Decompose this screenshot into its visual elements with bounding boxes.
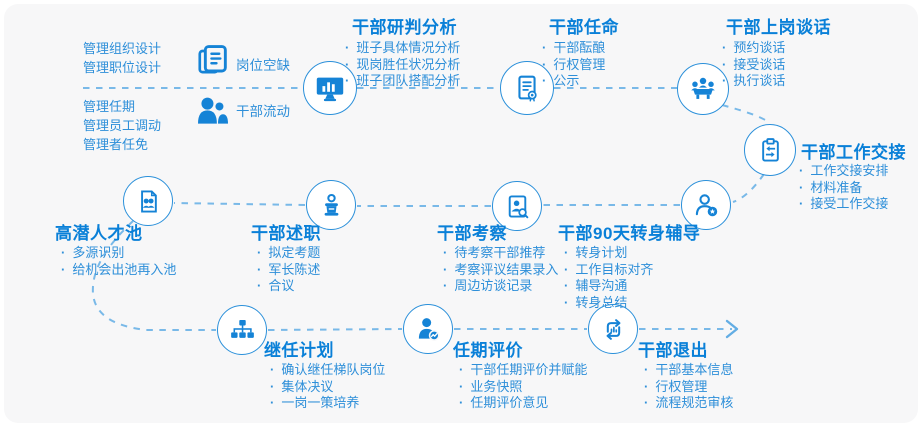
bullet-item: 集体决议 (270, 379, 385, 396)
stage-node-tenure-eval (403, 304, 453, 354)
bullet-item: 一岗一策培养 (270, 395, 385, 412)
monitor-chart-icon (316, 77, 344, 102)
stage-title-onboard-talk: 干部上岗谈话 (726, 18, 831, 37)
stage-title-succession: 继任计划 (264, 341, 334, 360)
bullet-item: 流程规范审核 (644, 395, 733, 412)
management-text-block: 管理任期 管理员工调动 管理者任免 (83, 97, 161, 154)
stage-node-onboard-talk (677, 63, 729, 115)
bullet-item: 行权管理 (542, 57, 605, 74)
stage-bullets-analysis: 班子具体情况分析 现岗胜任状况分析 班子团队搭配分析 (345, 40, 460, 90)
bullet-item: 周边访谈记录 (443, 278, 558, 295)
vacancy-label: 岗位空缺 (236, 58, 290, 73)
bullet-item: 考察评议结果录入 (443, 262, 558, 279)
bullet-item: 转身计划 (564, 245, 653, 262)
bullet-item: 行权管理 (644, 379, 733, 396)
stage-bullets-handover: 工作交接安排 材料准备 接受工作交接 (799, 163, 888, 213)
bullet-item: 接受谈话 (722, 57, 785, 74)
text-line: 管理任期 (83, 99, 136, 114)
photo-search-icon (508, 194, 528, 218)
bullet-item: 执行谈话 (722, 73, 785, 90)
stage-bullets-inspection: 待考察干部推荐 考察评议结果录入 周边访谈记录 (443, 245, 558, 295)
stage-title-appointment: 干部任命 (549, 18, 619, 37)
stage-node-inspection (492, 181, 542, 231)
text-line: 管理员工调动 (83, 118, 162, 133)
stage-title-transition-coach: 干部90天转身辅导 (558, 224, 701, 243)
people-icon (193, 93, 233, 136)
stage-node-succession (217, 305, 267, 355)
bullet-item: 军长陈述 (257, 262, 320, 279)
stage-title-analysis: 干部研判分析 (352, 18, 457, 37)
bullet-item: 合议 (257, 278, 320, 295)
bullet-item: 预约谈话 (722, 40, 785, 57)
bullet-item: 任期评价意见 (459, 395, 587, 412)
documents-icon (192, 41, 232, 86)
flow-label: 干部流动 (236, 104, 290, 119)
bullet-item: 待考察干部推荐 (443, 245, 558, 262)
stage-node-debrief (306, 180, 356, 230)
stage-bullets-appointment: 干部酝酿 行权管理 公示 (542, 40, 605, 90)
bullet-item: 确认继任梯队岗位 (270, 362, 385, 379)
stage-title-debrief: 干部述职 (251, 224, 321, 243)
stage-bullets-talent-pool: 多源识别 给机会出池再入池 (61, 245, 176, 278)
stage-title-exit: 干部退出 (638, 341, 708, 360)
flow-end-arrow-icon (725, 319, 739, 339)
bullet-item: 拟定考题 (257, 245, 320, 262)
connector-onboard-handover (721, 104, 770, 124)
stage-bullets-onboard-talk: 预约谈话 接受谈话 执行谈话 (722, 40, 785, 90)
org-chart-icon (230, 319, 254, 338)
bullet-item: 辅导沟通 (564, 278, 653, 295)
stage-bullets-succession: 确认继任梯队岗位 集体决议 一岗一策培养 (270, 362, 385, 412)
org-design-text-block: 管理组织设计 管理职位设计 (83, 39, 161, 77)
bullet-item: 给机会出池再入池 (61, 262, 176, 279)
bullet-item: 公示 (542, 73, 605, 90)
person-star-icon (695, 193, 717, 216)
stage-bullets-exit: 干部基本信息 行权管理 流程规范审核 (644, 362, 733, 412)
certificate-icon (518, 75, 537, 102)
stage-title-talent-pool: 高潜人才池 (55, 224, 143, 243)
bullet-item: 工作交接安排 (799, 163, 888, 180)
meeting-icon (691, 77, 715, 99)
connector-debrief-talent (173, 202, 306, 206)
text-line: 管理组织设计 (83, 41, 162, 56)
bullet-item: 转身总结 (564, 295, 653, 312)
stage-title-tenure-eval: 任期评价 (453, 341, 523, 360)
person-chart-icon (418, 317, 440, 341)
stage-title-inspection: 干部考察 (437, 224, 507, 243)
text-line: 管理者任免 (83, 137, 149, 152)
bullet-item: 接受工作交接 (799, 196, 888, 213)
bullet-item: 现岗胜任状况分析 (345, 57, 460, 74)
stage-bullets-debrief: 拟定考题 军长陈述 合议 (257, 245, 320, 295)
recycle-icon (606, 318, 620, 340)
text-line: 管理职位设计 (83, 60, 162, 75)
bullet-item: 干部基本信息 (644, 362, 733, 379)
bullet-item: 多源识别 (61, 245, 176, 262)
stage-bullets-tenure-eval: 干部任期评价并赋能 业务快照 任期评价意见 (459, 362, 587, 412)
bullet-item: 工作目标对齐 (564, 262, 653, 279)
stage-node-handover (744, 124, 796, 176)
bullet-item: 材料准备 (799, 180, 888, 197)
bullet-item: 干部任期评价并赋能 (459, 362, 587, 379)
bullet-item: 班子具体情况分析 (345, 40, 460, 57)
bullet-item: 班子团队搭配分析 (345, 73, 460, 90)
stage-title-handover: 干部工作交接 (801, 143, 906, 162)
stage-node-talent-pool (123, 176, 173, 226)
stage-node-exit (588, 304, 638, 354)
stage-bullets-transition-coach: 转身计划 工作目标对齐 辅导沟通 转身总结 (564, 245, 653, 311)
connector-succession-tenure (267, 328, 403, 331)
bullet-item: 干部酝酿 (542, 40, 605, 57)
connector-handover-transition (732, 173, 765, 203)
talent-file-icon (140, 189, 157, 213)
connector-talent-succession (91, 220, 216, 331)
podium-icon (324, 193, 338, 216)
bullet-item: 业务快照 (459, 379, 587, 396)
clipboard-exchange-icon (761, 137, 779, 162)
stage-node-transition-coach (681, 180, 731, 230)
